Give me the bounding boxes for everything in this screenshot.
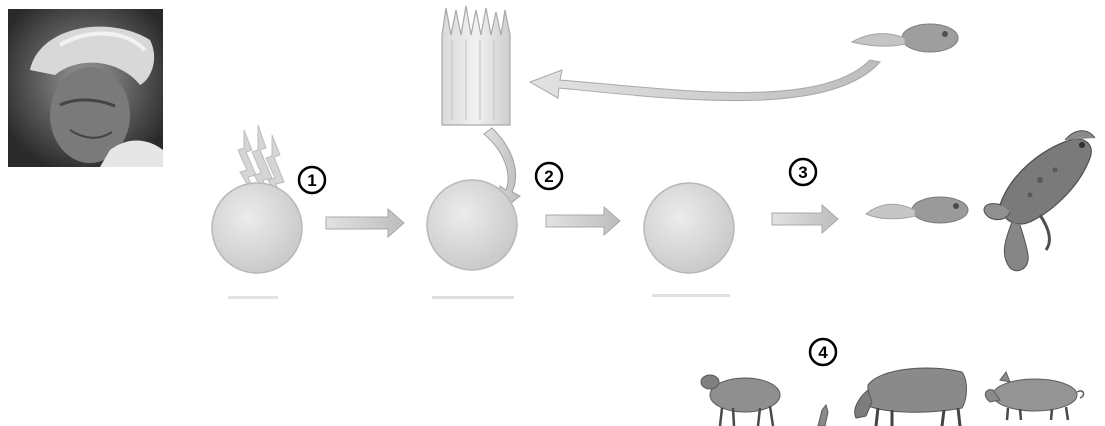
- caption-line-2: [432, 296, 514, 299]
- portrait-photo: [8, 9, 163, 167]
- cow-icon: [855, 368, 967, 426]
- pig-icon: [985, 372, 1083, 420]
- intestinal-cells-icon: [442, 6, 510, 125]
- tadpole-icon-2: [866, 197, 968, 223]
- arrow-3: [772, 205, 838, 233]
- caption-line-1: [228, 296, 278, 299]
- step-2-label: 2: [544, 167, 553, 186]
- arrow-2: [546, 207, 620, 235]
- curved-arrow-tadpole-to-cells: [530, 60, 880, 101]
- sheep-icon: [701, 375, 780, 426]
- arrow-1: [326, 209, 404, 237]
- step-3-badge: 3: [790, 159, 816, 185]
- step-3-label: 3: [798, 163, 807, 182]
- tadpole-icon: [852, 24, 958, 52]
- egg-cell-2: [427, 180, 517, 270]
- step-4-badge: 4: [810, 339, 836, 365]
- egg-cell-3: [644, 183, 734, 273]
- step-4-label: 4: [818, 343, 828, 362]
- frog-icon: [984, 131, 1095, 271]
- step-2-badge: 2: [536, 163, 562, 189]
- step-1-badge: 1: [299, 167, 325, 193]
- egg-cell-1: [212, 183, 302, 273]
- step-1-label: 1: [307, 171, 316, 190]
- small-animal-fragment: [818, 405, 828, 426]
- caption-line-3: [652, 294, 730, 297]
